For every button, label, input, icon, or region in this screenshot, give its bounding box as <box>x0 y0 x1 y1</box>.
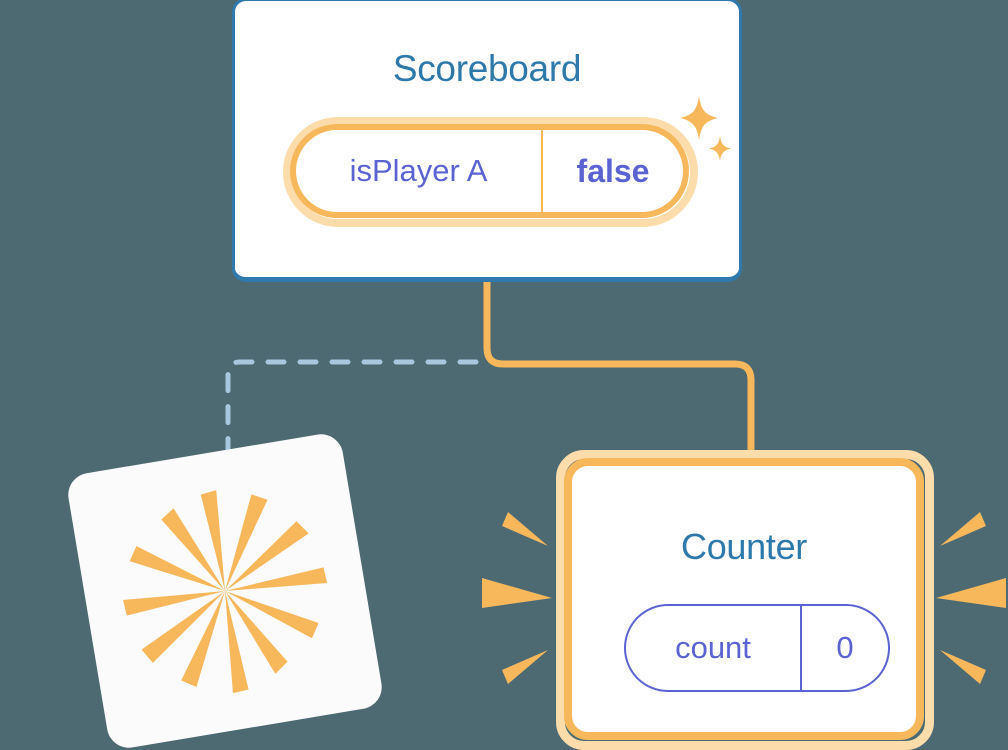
card-counter[interactable]: Counter count 0 <box>556 450 934 750</box>
burst-rays-right-icon <box>936 512 1006 684</box>
connector-scoreboard-to-counter <box>483 280 755 470</box>
burst-rays-icon <box>123 490 328 694</box>
card-counter-body: Counter count 0 <box>564 458 924 740</box>
state-pill-isplayer-a[interactable]: isPlayer A false <box>283 117 698 227</box>
state-pill-key: isPlayer A <box>296 130 543 212</box>
state-pill-key: count <box>626 606 802 690</box>
state-pill-value: 0 <box>836 630 854 665</box>
state-pill-count[interactable]: count 0 <box>624 604 890 692</box>
state-pill-value: false <box>576 152 650 189</box>
page-title-counter: Counter <box>681 526 807 567</box>
sparkle-large-icon <box>680 96 718 140</box>
state-pill-body: isPlayer A false <box>290 124 689 218</box>
sparkle-small-icon <box>709 136 731 161</box>
card-blank-rotated[interactable] <box>64 430 386 750</box>
page-title-scoreboard: Scoreboard <box>392 48 582 89</box>
card-scoreboard[interactable]: Scoreboard isPlayer A false <box>232 0 742 282</box>
burst-rays-left-icon <box>482 512 552 684</box>
